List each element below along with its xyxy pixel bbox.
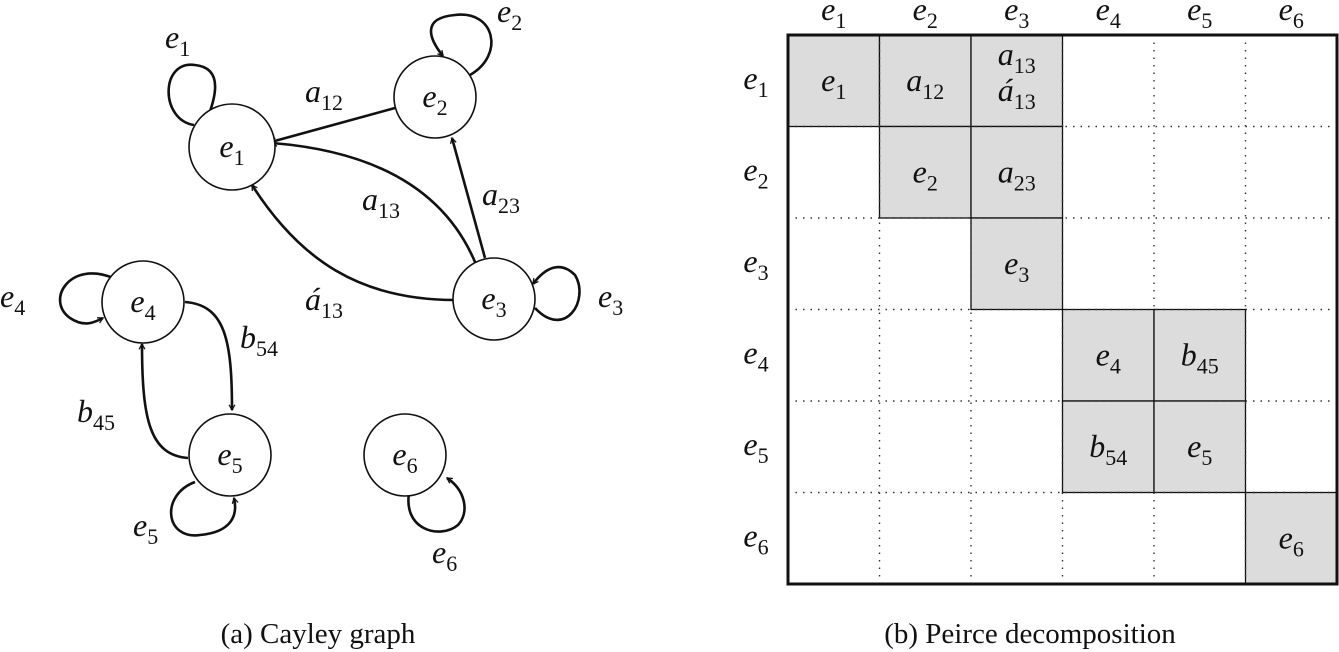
cell-background — [970, 34, 1064, 128]
loop-e2 — [429, 13, 493, 77]
cell-entry: á13 — [998, 72, 1036, 114]
row-header-4: e4 — [743, 334, 768, 376]
cell-entry: e6 — [1279, 519, 1304, 561]
loop-label-e6: e6 — [432, 534, 457, 576]
svg-text:e3: e3 — [481, 280, 506, 322]
column-header-6: e6 — [1279, 0, 1304, 33]
cell-entry: e3 — [1004, 245, 1029, 287]
loop-e1 — [167, 63, 217, 127]
svg-text:e6: e6 — [392, 436, 417, 478]
cell-entry: a13 — [998, 36, 1036, 78]
column-header-5: e5 — [1187, 0, 1212, 33]
loop-label-e1: e1 — [165, 19, 190, 61]
edge-b45 — [142, 344, 189, 460]
cell-entry: e4 — [1096, 336, 1121, 378]
matrix-cell-r6-c6: e6 — [1244, 491, 1338, 585]
edge-a13-prime — [250, 185, 456, 302]
loop-e6 — [407, 476, 466, 533]
svg-text:e1: e1 — [219, 128, 244, 170]
matrix-cell-r1-c1: e1 — [787, 34, 881, 128]
cell-entry: e5 — [1187, 428, 1212, 470]
edge-label-a13: a13 — [362, 181, 400, 223]
edge-a23 — [452, 138, 487, 259]
svg-text:e4: e4 — [130, 283, 155, 325]
matrix-cell-r2-c2: e2 — [878, 125, 972, 219]
loop-label-e3: e3 — [598, 278, 623, 320]
matrix-cell-r1-c2: a12 — [878, 34, 972, 128]
cell-background — [1061, 400, 1155, 494]
node-e3: e3 — [452, 257, 536, 341]
matrix-cell-r5-c4: b54 — [1061, 400, 1155, 494]
cell-entry: e1 — [821, 62, 846, 104]
cayley-graph: e1 e2 e3 e4 e5 e6 a12 a23 a13 á13 b54 b4… — [0, 0, 623, 650]
cell-entry: a12 — [906, 62, 944, 104]
column-header-4: e4 — [1096, 0, 1121, 33]
matrix-cell-r4-c4: e4 — [1061, 308, 1155, 402]
node-e1: e1 — [188, 103, 276, 191]
edge-label-a12: a12 — [305, 73, 343, 115]
loop-label-e5: e5 — [133, 507, 158, 549]
edge-label-b45: b45 — [77, 393, 115, 435]
node-e4: e4 — [101, 260, 185, 344]
column-header-2: e2 — [913, 0, 938, 33]
svg-text:e2: e2 — [422, 78, 447, 120]
matrix-cell-r4-c5: b45 — [1153, 308, 1247, 402]
row-header-6: e6 — [743, 517, 768, 559]
node-e6: e6 — [363, 413, 447, 497]
loop-label-e4: e4 — [0, 278, 25, 320]
column-header-3: e3 — [1004, 0, 1029, 33]
peirce-headers: e1 e2 e3 e4 e5 e6 e1 e2 e3 e4 e5 e6 — [743, 0, 1303, 559]
loop-e4 — [58, 272, 114, 325]
cell-background — [1153, 400, 1247, 494]
svg-text:e5: e5 — [217, 436, 242, 478]
matrix-cell-r2-c3: a23 — [970, 125, 1064, 219]
cell-entry: b54 — [1089, 428, 1127, 470]
loop-e5 — [169, 480, 235, 537]
row-header-2: e2 — [743, 151, 768, 193]
matrix-cell-r3-c3: e3 — [970, 217, 1064, 311]
peirce-grid — [788, 35, 1337, 584]
row-header-1: e1 — [743, 60, 768, 102]
cell-background — [1153, 308, 1247, 402]
cell-entry: e2 — [913, 153, 938, 195]
edge-label-a13-prime: á13 — [305, 281, 343, 323]
cell-background — [878, 125, 972, 219]
cell-entry: b45 — [1181, 336, 1219, 378]
loop-label-e2: e2 — [497, 0, 522, 35]
edge-label-b54: b54 — [240, 319, 278, 361]
edge-a12 — [271, 106, 396, 142]
matrix-cell-r5-c5: e5 — [1153, 400, 1247, 494]
edge-b54 — [184, 300, 232, 410]
caption-cayley: (a) Cayley graph — [221, 618, 416, 650]
column-header-1: e1 — [821, 0, 846, 33]
matrix-frame — [786, 33, 1339, 586]
row-header-5: e5 — [743, 426, 768, 468]
cell-background — [970, 217, 1064, 311]
node-e2: e2 — [393, 55, 477, 139]
cell-entry: a23 — [998, 153, 1036, 195]
cell-background — [1061, 308, 1155, 402]
loop-e3 — [531, 265, 581, 322]
caption-peirce: (b) Peirce decomposition — [884, 618, 1176, 650]
row-header-3: e3 — [743, 243, 768, 285]
edge-label-a23: a23 — [482, 176, 520, 218]
edge-a13 — [272, 143, 477, 263]
node-e5: e5 — [188, 413, 272, 497]
